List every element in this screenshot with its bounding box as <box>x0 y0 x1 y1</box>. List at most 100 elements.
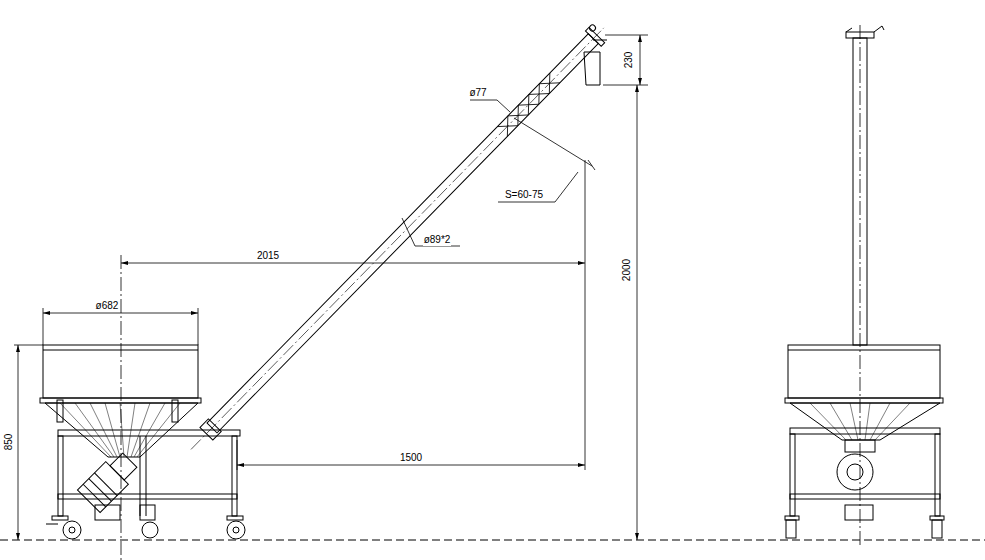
dimension-arrow <box>16 35 642 540</box>
pitch-text: S=60-75 <box>504 189 544 201</box>
dimension-arrow <box>578 463 585 467</box>
ground-line <box>0 540 985 541</box>
diameter-text: ø77 <box>468 87 487 99</box>
dimension-line <box>514 118 592 166</box>
dimension-line <box>585 160 586 470</box>
screw-tube <box>191 28 604 450</box>
side-view <box>932 520 942 538</box>
dimension-line <box>43 313 198 314</box>
tube-size-text: ø89*2 <box>423 234 452 246</box>
side-view <box>935 434 940 516</box>
dimension-line <box>640 35 641 85</box>
dimension-line <box>237 465 585 466</box>
caster <box>63 521 81 539</box>
dimension-line <box>402 218 460 246</box>
hopper <box>172 400 178 422</box>
side-view <box>788 345 940 398</box>
dimension-arrow <box>191 311 198 315</box>
dimension-text: 230 <box>623 51 635 70</box>
side-view <box>930 516 944 520</box>
dimension-line <box>198 308 199 345</box>
hopper <box>57 400 63 422</box>
hopper <box>40 345 201 457</box>
ground-line <box>0 540 985 541</box>
dimension-arrow <box>16 533 20 540</box>
side-view <box>790 494 940 499</box>
dimension-arrow <box>237 463 244 467</box>
side-view <box>785 516 799 520</box>
side-view <box>785 26 944 538</box>
dimension-line <box>605 35 648 36</box>
center-line <box>121 25 860 560</box>
dimension-arrow <box>121 261 128 265</box>
dimension-arrow <box>578 261 585 265</box>
motor <box>77 449 155 520</box>
dimension-line <box>603 85 648 86</box>
side-view <box>846 32 874 38</box>
side-view <box>837 454 873 490</box>
dimension-line <box>470 100 510 112</box>
side-view <box>788 350 940 351</box>
dimension-line <box>121 263 585 264</box>
motor <box>110 453 137 480</box>
dimension-arrow <box>43 311 50 315</box>
dimension-line <box>18 345 19 540</box>
center-line <box>121 255 122 560</box>
side-view <box>853 38 867 345</box>
frame <box>146 436 147 516</box>
screw-tube <box>183 20 612 457</box>
caster <box>233 527 239 533</box>
side-view <box>846 28 852 32</box>
dimension-text: 850 <box>3 433 15 452</box>
side-view <box>874 26 884 32</box>
caster <box>52 516 68 520</box>
motor <box>140 505 155 520</box>
center-line <box>860 25 861 545</box>
frame <box>58 430 240 516</box>
caster <box>46 524 58 525</box>
screw-tube <box>588 24 596 32</box>
frame <box>58 430 240 436</box>
dimension-arrow <box>635 85 639 92</box>
dimension-arrow <box>635 533 639 540</box>
hopper <box>43 350 198 351</box>
discharge-spout <box>584 40 607 85</box>
dimension-line <box>237 440 238 470</box>
dimension-arrow <box>638 78 642 85</box>
side-view <box>845 505 873 520</box>
caster <box>227 521 245 539</box>
dimension-line <box>637 85 638 540</box>
dimension-arrow <box>16 345 20 352</box>
frame <box>140 436 141 516</box>
side-view <box>790 403 940 440</box>
frame <box>232 436 237 516</box>
motor <box>89 479 112 502</box>
dimension-line <box>588 160 595 170</box>
diameter-text: ø682 <box>95 300 120 312</box>
dimension-line <box>43 308 44 345</box>
motor <box>77 449 141 513</box>
dimension-text: 2015 <box>256 250 280 262</box>
motor <box>83 484 106 507</box>
dimension-arrow <box>638 35 642 42</box>
discharge-spout <box>593 40 607 41</box>
caster <box>46 516 245 539</box>
motor <box>95 505 120 520</box>
caster <box>227 516 243 520</box>
side-view <box>845 440 875 452</box>
frame <box>58 494 237 499</box>
dimension-text: 2000 <box>621 258 633 282</box>
dimension-line <box>14 35 648 540</box>
side-view <box>785 398 943 403</box>
hopper <box>43 345 198 398</box>
dimension-line <box>498 172 578 202</box>
discharge-spout <box>584 52 600 85</box>
motor <box>94 473 117 496</box>
caster <box>69 527 75 533</box>
frame <box>58 436 63 516</box>
side-view <box>786 520 796 538</box>
dimension-text: 1500 <box>399 452 423 464</box>
side-view <box>847 464 863 480</box>
caster <box>142 522 158 538</box>
